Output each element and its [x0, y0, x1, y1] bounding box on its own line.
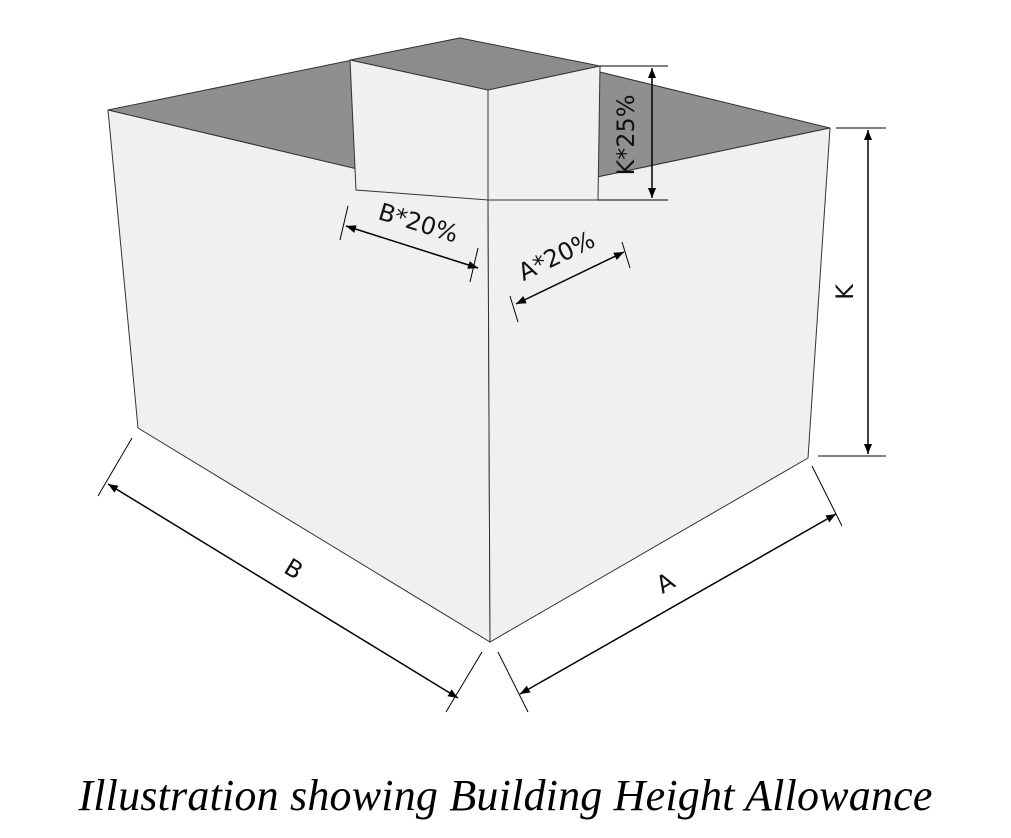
dimension-k: K — [818, 127, 886, 457]
k-offset-label: K*25% — [612, 94, 640, 175]
right-wall — [487, 127, 831, 643]
dimension-k25: K*25% — [598, 65, 668, 201]
tower-right-face — [487, 65, 601, 201]
caption: Illustration showing Building Height All… — [78, 771, 933, 820]
a-label: A — [651, 567, 680, 600]
b-label: B — [279, 553, 308, 585]
k-label: K — [831, 283, 859, 300]
building-diagram: K*25% K B*20% A*20% B A — [97, 37, 886, 713]
